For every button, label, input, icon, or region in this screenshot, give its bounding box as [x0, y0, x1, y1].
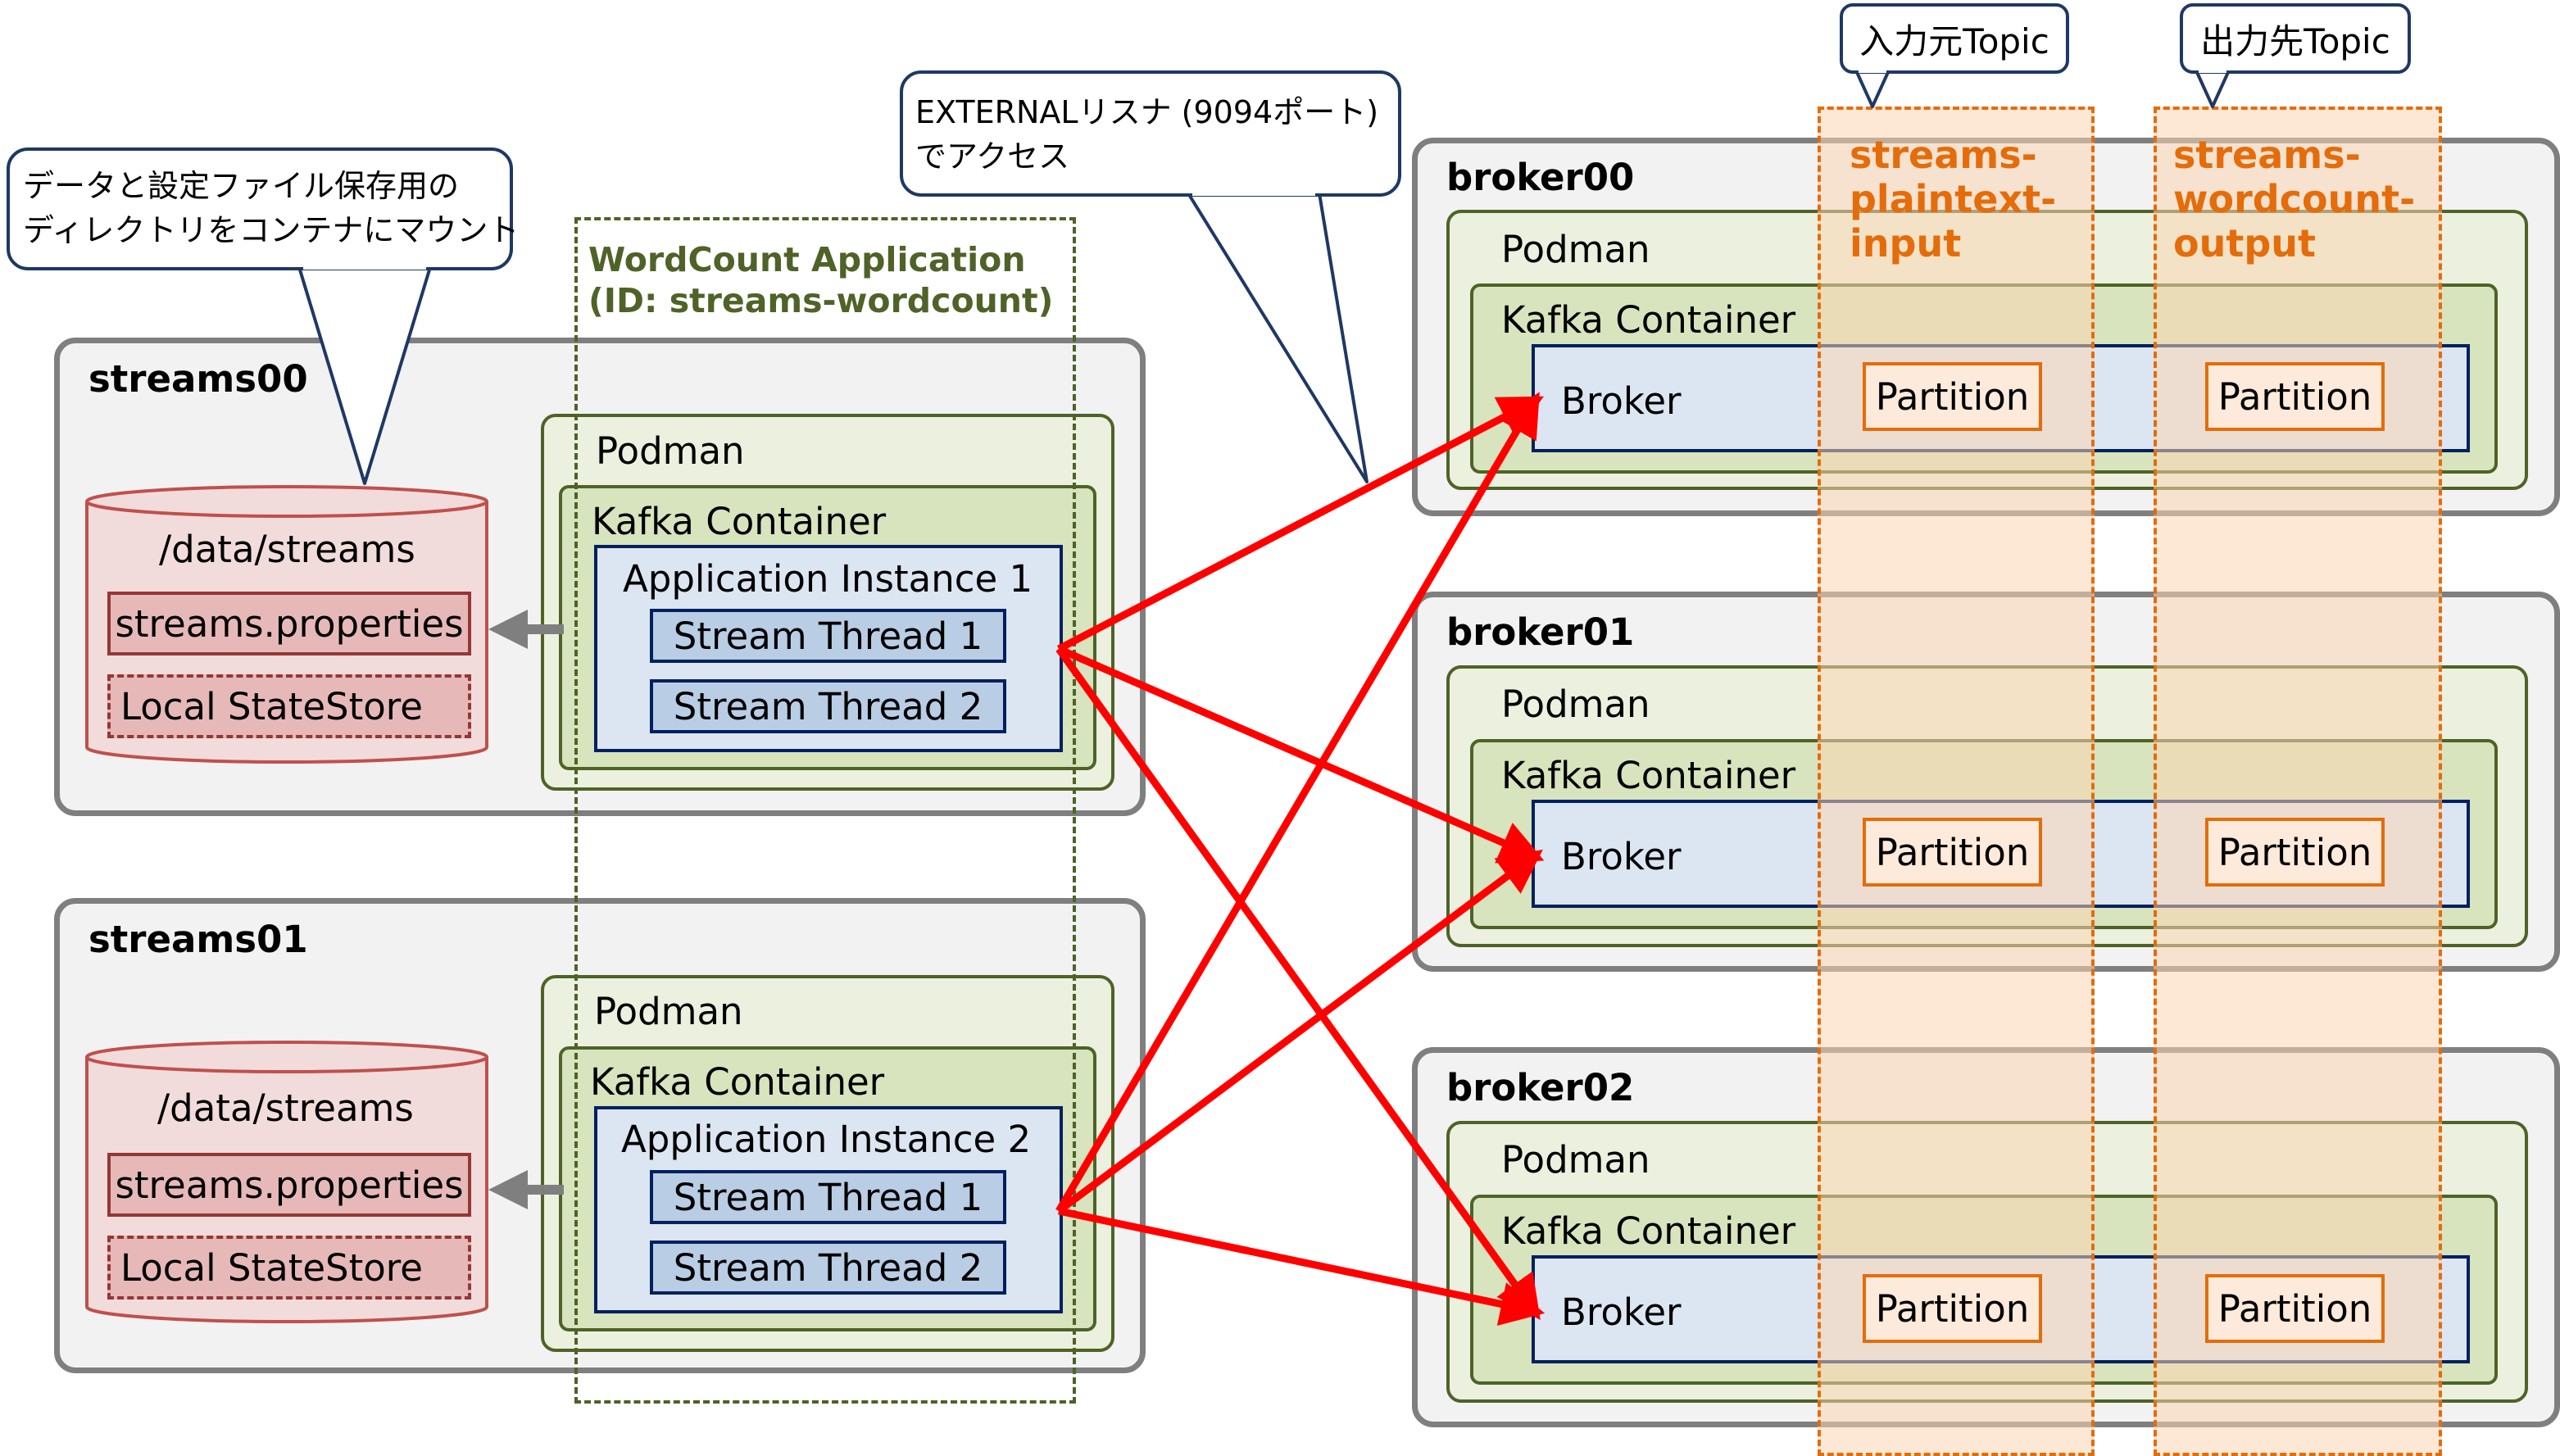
host-name: streams00: [89, 357, 308, 401]
stream-thread: Stream Thread 2: [650, 679, 1006, 733]
callout-input-topic-text: 入力元Topic: [1859, 20, 2049, 61]
wordcount-application-group: [574, 217, 1076, 1404]
broker-label: Broker: [1561, 835, 1682, 878]
topic-column-output: [2154, 107, 2442, 1456]
partition-box: Partition: [1863, 818, 2042, 887]
stream-thread: Stream Thread 2: [650, 1241, 1006, 1295]
topic-title-line: streams-: [1850, 133, 2037, 177]
callout-external-text: EXTERNALリスナ (9094ポート) でアクセス: [915, 90, 1378, 179]
podman-label: Podman: [1501, 1138, 1650, 1182]
kafka-container-label: Kafka Container: [1501, 298, 1796, 342]
broker-label: Broker: [1561, 1290, 1682, 1334]
partition-box: Partition: [1863, 1274, 2042, 1343]
topic-title-line: output: [2173, 221, 2317, 265]
partition-box: Partition: [1863, 362, 2042, 431]
topic-column-input: [1818, 107, 2095, 1456]
topic-title-output: streams- wordcount- output: [2173, 133, 2415, 265]
streams-properties-file: streams.properties: [107, 592, 471, 655]
application-instance-label: Application Instance 2: [621, 1118, 1032, 1161]
podman-label: Podman: [1501, 228, 1650, 271]
podman-label: Podman: [594, 990, 743, 1033]
topic-title-input: streams- plaintext- input: [1850, 133, 2056, 265]
host-name: broker00: [1446, 156, 1635, 199]
podman-label: Podman: [1501, 683, 1650, 726]
topic-title-line: wordcount-: [2173, 177, 2416, 221]
callout-output-topic: [2180, 3, 2411, 74]
stream-thread: Stream Thread 1: [650, 609, 1006, 663]
kafka-container-label: Kafka Container: [590, 1060, 885, 1104]
host-name: streams01: [89, 918, 308, 961]
callout-output-topic-text: 出力先Topic: [2200, 20, 2390, 61]
stream-thread: Stream Thread 1: [650, 1170, 1006, 1224]
partition-box: Partition: [2205, 362, 2385, 431]
storage-path: /data/streams: [157, 1086, 414, 1130]
streams-properties-file: streams.properties: [107, 1153, 471, 1217]
kafka-container-label: Kafka Container: [1501, 754, 1796, 797]
callout-mount-text: データと設定ファイル保存用の ディレクトリをコンテナにマウント: [23, 164, 519, 252]
topic-title-line: input: [1850, 221, 1962, 265]
topic-title-line: streams-: [2173, 133, 2361, 177]
storage-path: /data/streams: [159, 528, 415, 571]
callout-line: データと設定ファイル保存用の: [23, 168, 460, 204]
podman-label: Podman: [596, 429, 745, 473]
app-group-title-line: WordCount Application: [588, 240, 1026, 279]
application-instance-label: Application Instance 1: [623, 557, 1033, 601]
app-group-title-line: (ID: streams-wordcount): [588, 281, 1054, 320]
callout-line: EXTERNALリスナ (9094ポート): [915, 94, 1379, 130]
kafka-container-label: Kafka Container: [1501, 1209, 1796, 1253]
topic-title-line: plaintext-: [1850, 177, 2057, 221]
callout-line: ディレクトリをコンテナにマウント: [23, 212, 520, 248]
callout-line: でアクセス: [915, 138, 1070, 175]
kafka-container-label: Kafka Container: [592, 500, 887, 543]
local-statestore: Local StateStore: [107, 674, 471, 738]
host-name: broker01: [1446, 610, 1635, 654]
host-name: broker02: [1446, 1066, 1635, 1109]
partition-box: Partition: [2205, 1274, 2385, 1343]
app-group-title: WordCount Application (ID: streams-wordc…: [588, 239, 1053, 321]
broker-label: Broker: [1561, 379, 1682, 423]
local-statestore: Local StateStore: [107, 1236, 471, 1300]
partition-box: Partition: [2205, 818, 2385, 887]
callout-external: [900, 70, 1401, 197]
callout-mount: [7, 147, 513, 270]
callout-input-topic: [1840, 3, 2069, 74]
